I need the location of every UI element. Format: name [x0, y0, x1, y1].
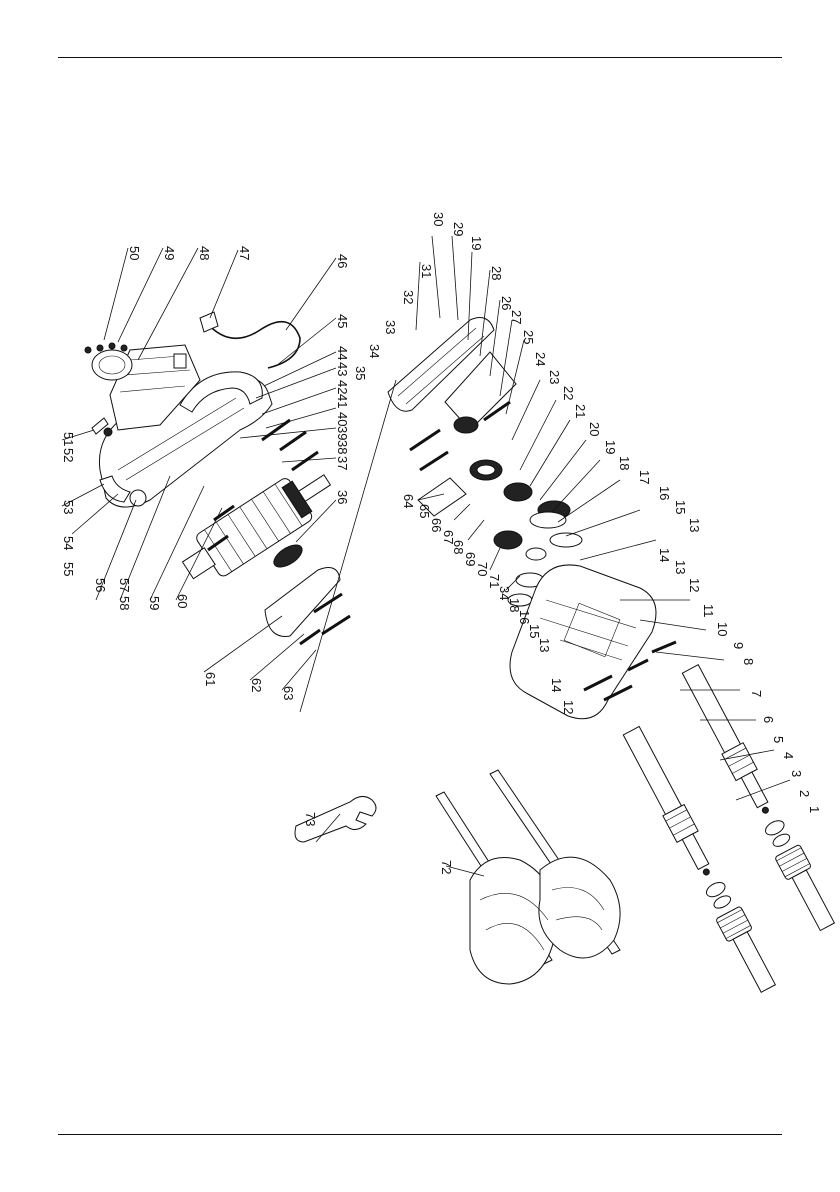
callout-54: 54	[61, 536, 76, 550]
callout-5: 5	[771, 736, 786, 743]
callout-62: 62	[249, 678, 264, 692]
callout-64: 64	[401, 494, 416, 508]
callout-60: 60	[175, 594, 190, 608]
callout-44: 44	[335, 346, 350, 360]
callout-2: 2	[797, 790, 812, 797]
callout-12b: 12	[561, 700, 576, 714]
callout-15b: 15	[527, 624, 542, 638]
fan-ring	[270, 541, 306, 572]
callout-37: 37	[335, 456, 350, 470]
callout-19a: 19	[469, 236, 484, 250]
callout-24: 24	[533, 352, 548, 366]
motor-housing-group	[85, 312, 300, 507]
callout-57: 57	[117, 578, 132, 592]
callout-34: 34	[367, 344, 382, 358]
callout-21: 21	[573, 404, 588, 418]
callout-72: 72	[439, 860, 454, 874]
callout-10: 10	[715, 622, 730, 636]
callout-22: 22	[561, 386, 576, 400]
callout-27: 27	[509, 310, 524, 324]
callout-3: 3	[789, 770, 804, 777]
callout-40: 40	[335, 412, 350, 426]
callout-20: 20	[587, 422, 602, 436]
callout-61: 61	[203, 672, 218, 686]
gear-housing	[510, 565, 656, 719]
callout-19b: 19	[603, 440, 618, 454]
callout-42: 42	[335, 380, 350, 394]
callout-51: 51	[61, 432, 76, 446]
callout-65: 65	[417, 504, 432, 518]
leader-lines	[62, 236, 790, 876]
callout-8: 8	[741, 658, 756, 665]
power-cable	[206, 322, 300, 368]
callout-63: 63	[281, 686, 296, 700]
callout-11: 11	[701, 604, 716, 618]
callout-4: 4	[781, 752, 796, 759]
callout-29: 29	[451, 222, 466, 236]
callout-36: 36	[335, 490, 350, 504]
callout-55: 55	[61, 562, 76, 576]
callout-28: 28	[489, 266, 504, 280]
callout-38: 38	[335, 440, 350, 454]
callout-13a: 13	[687, 518, 702, 532]
callout-53: 53	[61, 500, 76, 514]
callout-73: 73	[303, 812, 318, 826]
callout-15: 15	[673, 500, 688, 514]
callout-9: 9	[731, 642, 746, 649]
callout-6: 6	[761, 716, 776, 723]
callout-46: 46	[335, 254, 350, 268]
callout-1: 1	[807, 806, 822, 813]
callout-30: 30	[431, 212, 446, 226]
callout-12: 12	[687, 578, 702, 592]
callout-17: 17	[637, 470, 652, 484]
callout-52: 52	[61, 448, 76, 462]
callout-13c: 13	[537, 638, 552, 652]
callout-32: 32	[401, 290, 416, 304]
callout-23: 23	[547, 370, 562, 384]
callout-25: 25	[521, 330, 536, 344]
small-block	[174, 354, 186, 368]
callout-48: 48	[197, 246, 212, 260]
callout-labels: 50 49 48 47 46 45 44 43 42 41 40 39 38 3…	[61, 212, 822, 874]
callout-16: 16	[657, 486, 672, 500]
callout-35: 35	[353, 366, 368, 380]
callout-33: 33	[383, 320, 398, 334]
callout-45: 45	[335, 314, 350, 328]
callout-13b: 13	[673, 560, 688, 574]
callout-47: 47	[237, 246, 252, 260]
callout-50: 50	[127, 246, 142, 260]
top-gear	[92, 350, 132, 380]
callout-59: 59	[147, 596, 162, 610]
callout-26: 26	[499, 296, 514, 310]
callout-7: 7	[749, 690, 764, 697]
callout-14b: 14	[549, 678, 564, 692]
callout-39: 39	[335, 426, 350, 440]
callout-58: 58	[117, 596, 132, 610]
callout-56: 56	[93, 578, 108, 592]
callout-14: 14	[657, 548, 672, 562]
callout-18: 18	[617, 456, 632, 470]
callout-41: 41	[335, 394, 350, 408]
callout-16b: 16	[517, 610, 532, 624]
mixing-paddles	[436, 770, 620, 984]
callout-43: 43	[335, 362, 350, 376]
callout-31: 31	[419, 264, 434, 278]
callout-49: 49	[162, 246, 177, 260]
